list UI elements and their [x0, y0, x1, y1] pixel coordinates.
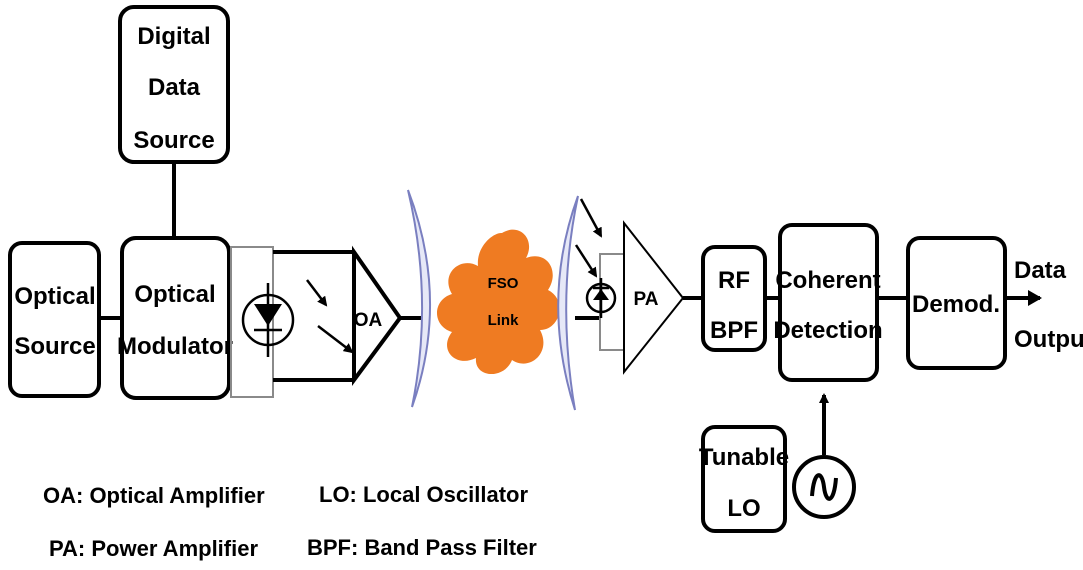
fso-link-line-2: Link	[488, 312, 519, 329]
legend-pa: PA: Power Amplifier	[49, 536, 258, 561]
sine-wave-source-icon	[792, 455, 856, 519]
rf-bpf-line-1: RF	[718, 267, 750, 294]
rf-bpf-block: RF BPF	[701, 245, 767, 352]
tunable-lo-block: Tunable LO	[699, 425, 789, 533]
optical-source-block: Optical Source	[8, 241, 101, 398]
optical-modulator-line-2: Modulator	[117, 333, 233, 360]
fso-link-cloud: FSO Link	[437, 229, 560, 375]
optical-amplifier-label: OA	[354, 310, 383, 331]
connection-lines	[99, 162, 1042, 455]
tunable-lo-line-2: LO	[727, 495, 760, 522]
optical-source-line-2: Source	[14, 333, 95, 360]
demodulator-block: Demod.	[906, 236, 1007, 370]
digital-data-source-line-3: Source	[133, 127, 214, 154]
optical-modulator-line-1: Optical	[134, 281, 215, 308]
legend: OA: Optical Amplifier PA: Power Amplifie…	[43, 482, 537, 561]
demodulator-label: Demod.	[912, 291, 1000, 318]
legend-bpf: BPF: Band Pass Filter	[307, 535, 537, 560]
power-amplifier-label: PA	[634, 289, 659, 310]
tunable-lo-line-1: Tunable	[699, 444, 789, 471]
photodiode-icon	[585, 253, 627, 351]
digital-data-source-line-1: Digital	[137, 23, 210, 50]
optical-source-line-1: Optical	[14, 283, 95, 310]
transmit-lens-icon	[407, 189, 431, 408]
data-output-line-2: Output	[1014, 326, 1083, 353]
power-amplifier-block: PA	[623, 220, 685, 375]
fso-link-line-1: FSO	[488, 275, 519, 292]
coherent-detection-line-2: Detection	[773, 317, 882, 344]
digital-data-source-line-2: Data	[148, 74, 201, 101]
data-output-line-1: Data	[1014, 257, 1067, 284]
optical-modulator-block: Optical Modulator	[117, 236, 233, 400]
data-output-label: Data Output	[1014, 257, 1083, 353]
receive-lens-icon	[557, 195, 579, 411]
optical-amplifier-block: OA	[273, 245, 403, 387]
legend-lo: LO: Local Oscillator	[319, 482, 528, 507]
laser-diode-icon	[230, 246, 295, 398]
rf-bpf-line-2: BPF	[710, 317, 758, 344]
emission-arrows-icon	[306, 279, 354, 354]
legend-oa: OA: Optical Amplifier	[43, 483, 265, 508]
coherent-detection-block: Coherent Detection	[773, 223, 883, 382]
digital-data-source-block: Digital Data Source	[118, 5, 230, 164]
incoming-light-arrows-icon	[574, 198, 603, 278]
coherent-detection-line-1: Coherent	[775, 267, 880, 294]
